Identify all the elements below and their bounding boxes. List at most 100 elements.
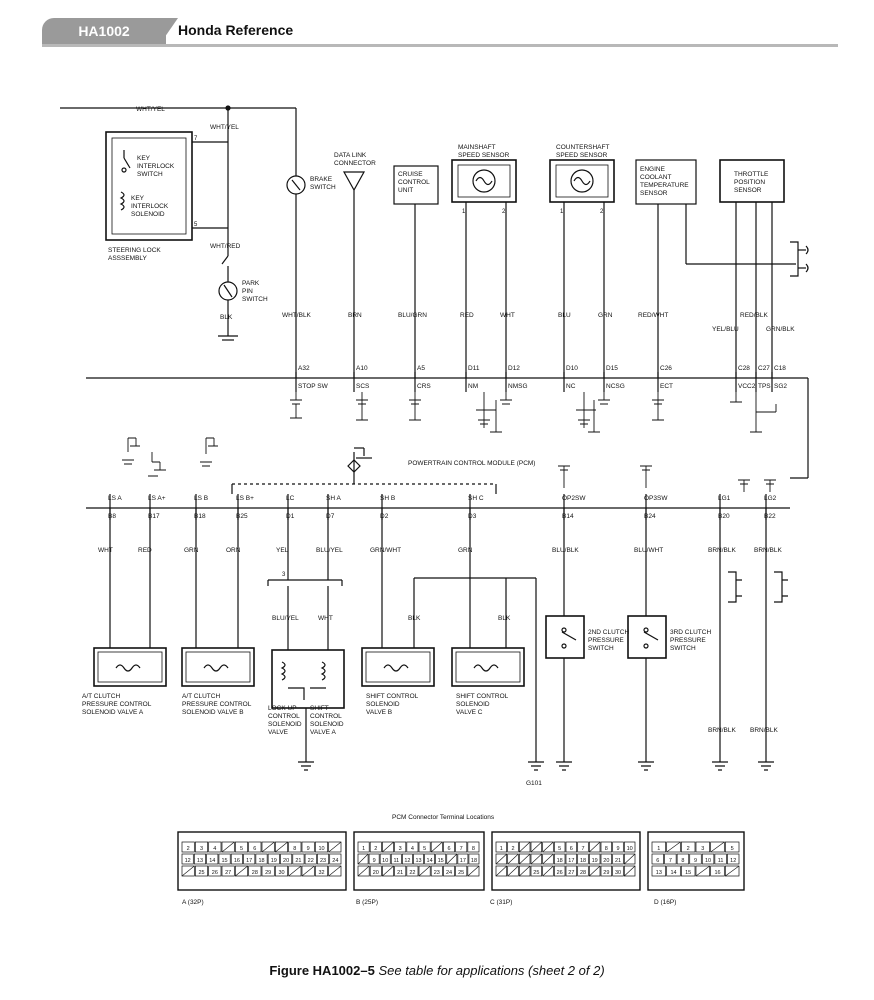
terminal-blank: [467, 865, 480, 877]
terminal-blank-hatch: [275, 841, 288, 853]
terminal-cell: [369, 865, 382, 877]
terminal-blank-hatch: [301, 865, 315, 877]
terminal-cell: [612, 841, 624, 853]
terminal-cell: [402, 853, 413, 865]
terminal-blank-hatch: [519, 865, 531, 877]
ect-sensor: [635, 159, 697, 378]
ect-label-3: TEMPERATURE: [640, 182, 689, 189]
terminal-cell: [357, 841, 370, 853]
terminal-blank-hatch: [261, 841, 275, 853]
terminal-number: 27: [225, 870, 231, 876]
terminal-cell: [435, 853, 447, 865]
terminal-cell: [676, 853, 690, 865]
terminal-blank: [518, 865, 531, 877]
terminal-number: 18: [471, 858, 477, 864]
terminal-number: 3: [399, 846, 402, 852]
terminal-number: 17: [460, 858, 466, 864]
terminal-cell: [267, 853, 280, 865]
section-code: HA1002: [78, 23, 130, 39]
terminal-number: 22: [409, 870, 415, 876]
brnblk-low-2: BRN/BLK: [750, 727, 778, 734]
mainshaft-label-2: SPEED SENSOR: [458, 152, 510, 159]
terminal-cell: [714, 853, 727, 865]
ground-symbols: [298, 761, 774, 771]
bottom-wire-color: BLU/YEL: [316, 547, 343, 554]
terminal-cell: [390, 853, 402, 865]
park-pin-switch: [218, 281, 238, 341]
terminal-blank: [623, 853, 636, 865]
terminal-blank: [495, 865, 508, 877]
key-solenoid-label-2: INTERLOCK: [131, 203, 169, 210]
terminal-cell: [695, 841, 711, 853]
bottom-wire-color: YEL: [276, 547, 289, 554]
key-solenoid-label-3: SOLENOID: [131, 211, 165, 218]
terminal-blank: [507, 853, 519, 865]
terminal-number: 10: [382, 858, 388, 864]
terminal-blank: [518, 853, 531, 865]
terminal-number: 2: [374, 846, 377, 852]
terminal-blank: [181, 865, 195, 877]
terminal-cell: [274, 865, 289, 877]
bottom-pin-number: D1: [286, 513, 295, 520]
lockup-label-2: CONTROL: [268, 713, 300, 720]
terminal-number: 25: [198, 870, 204, 876]
terminal-number: 24: [332, 858, 338, 864]
solenoid-a-label-3: SOLENOID VALVE A: [82, 709, 144, 716]
connector-a-outline: [177, 831, 347, 891]
pcm-outline: [86, 377, 809, 509]
terminal-cell: [455, 841, 468, 853]
mainshaft-speed-sensor: [451, 159, 517, 378]
terminal-blank: [542, 841, 554, 853]
terminal-cell: [588, 853, 601, 865]
terminal-blank: [382, 865, 394, 877]
terminal-blank-hatch: [507, 865, 519, 877]
terminal-number: 21: [615, 858, 621, 864]
terminal-cell: [406, 865, 419, 877]
dlc-label-2: CONNECTOR: [334, 160, 376, 167]
terminal-cell: [612, 853, 624, 865]
terminal-number: 20: [283, 858, 289, 864]
terminal-number: 19: [271, 858, 277, 864]
bottom-pin-number: B8: [108, 513, 116, 520]
terminal-number: 13: [656, 870, 662, 876]
terminal-number: 24: [446, 870, 452, 876]
mainshaft-pin-2: 2: [502, 209, 506, 215]
top-wire-color: YEL/BLU: [712, 326, 739, 333]
terminal-cell: [553, 853, 566, 865]
terminal-number: 9: [616, 846, 619, 852]
top-pin-name: NM: [468, 383, 478, 390]
solenoid-a-label-1: A/T CLUTCH: [82, 693, 120, 700]
terminal-number: 5: [558, 846, 561, 852]
terminal-blank: [221, 841, 235, 853]
terminal-blank: [507, 865, 519, 877]
top-wire-color: BRN: [348, 312, 362, 319]
bottom-pin-name: SH B: [380, 495, 395, 502]
terminal-blank: [328, 841, 342, 853]
terminal-number: 4: [411, 846, 414, 852]
terminal-blank-hatch: [695, 865, 710, 877]
park-pin-label-1: PARK: [242, 280, 260, 287]
top-pin-number: A10: [356, 365, 368, 372]
throttle-position-sensor: [685, 159, 809, 378]
terminal-blank-hatch: [357, 865, 370, 877]
solenoid-a-label-2: PRESSURE CONTROL: [82, 701, 152, 708]
top-pin-number: D11: [468, 365, 480, 372]
shift-a-label-3: SOLENOID: [310, 721, 344, 728]
bottom-pin-number: B25: [236, 513, 248, 520]
terminal-blank-hatch: [467, 865, 480, 877]
terminal-cell: [194, 841, 209, 853]
solenoid-b-label-2: PRESSURE CONTROL: [182, 701, 252, 708]
terminal-number: 28: [252, 870, 258, 876]
page-header: HA1002 Honda Reference: [42, 18, 838, 48]
terminal-cell: [243, 853, 256, 865]
connector-b-outline: [353, 831, 485, 891]
bottom-wire-color: ORN: [226, 547, 241, 554]
bottom-pin-name: SH A: [326, 495, 341, 502]
terminal-cell: [664, 853, 677, 865]
terminal-cell: [208, 841, 222, 853]
terminal-cell: [553, 841, 566, 853]
connector-a-label: A (32P): [182, 899, 204, 906]
terminal-blank: [430, 841, 443, 853]
top-pin-number: A5: [417, 365, 425, 372]
